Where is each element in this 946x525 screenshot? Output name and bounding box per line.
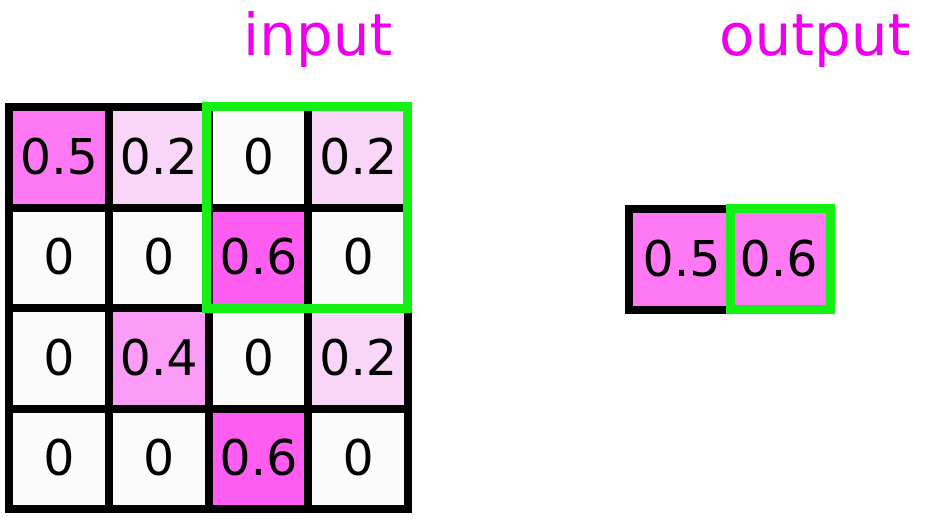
input-cell[interactable]: 0 <box>13 312 105 405</box>
input-cell[interactable]: 0 <box>13 412 105 505</box>
input-cell[interactable]: 0.5 <box>13 111 105 204</box>
input-cell[interactable]: 0 <box>212 312 305 405</box>
input-cell[interactable]: 0.4 <box>112 312 205 405</box>
output-grid: 0.5 0.6 <box>625 205 835 314</box>
output-title: output <box>719 1 911 69</box>
input-cell[interactable]: 0 <box>112 211 205 304</box>
input-cell[interactable]: 0 <box>13 211 105 304</box>
input-grid: 0.5 0.2 0 0.2 0 0 0.6 0 0 0.4 0 0.2 0 0 … <box>5 103 412 513</box>
input-cell[interactable]: 0 <box>112 412 205 505</box>
input-cell[interactable]: 0.6 <box>212 211 305 304</box>
input-cell[interactable]: 0.6 <box>212 412 305 505</box>
output-cell[interactable]: 0.6 <box>730 213 827 306</box>
input-cell[interactable]: 0.2 <box>112 111 205 204</box>
input-cell[interactable]: 0.2 <box>312 312 404 405</box>
input-cell[interactable]: 0 <box>312 412 404 505</box>
input-cell[interactable]: 0 <box>212 111 305 204</box>
input-title: input <box>243 1 393 69</box>
input-cell[interactable]: 0 <box>312 211 404 304</box>
output-cell[interactable]: 0.5 <box>633 213 730 306</box>
input-cell[interactable]: 0.2 <box>312 111 404 204</box>
